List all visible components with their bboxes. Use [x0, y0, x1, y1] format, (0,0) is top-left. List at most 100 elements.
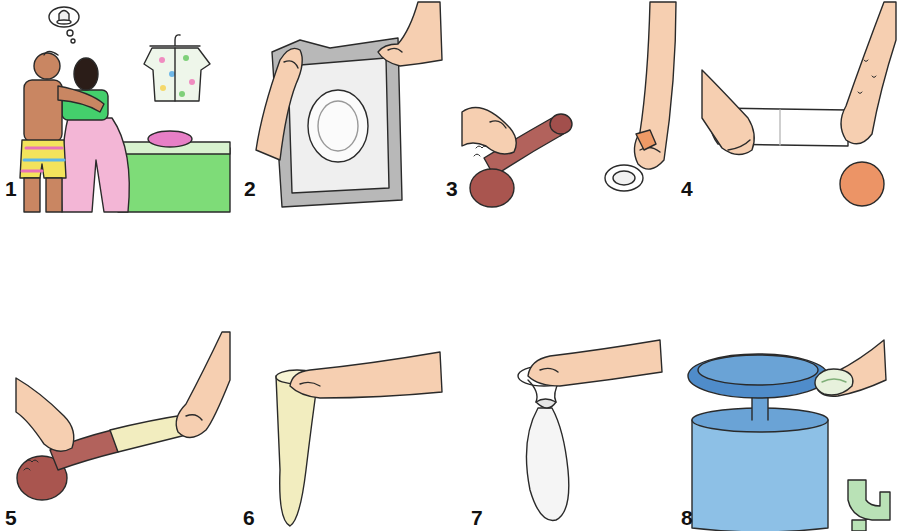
hand	[528, 340, 662, 386]
right-hand	[634, 2, 676, 169]
bed-part	[118, 148, 230, 212]
panel-open-wrapper-part	[308, 90, 368, 162]
toilet-pipe-part	[848, 480, 890, 531]
body-part-part	[474, 146, 488, 156]
panel-open-wrapper	[256, 2, 442, 207]
left-hand-part	[490, 121, 506, 128]
hand	[290, 352, 442, 398]
left-hand-part	[462, 108, 516, 154]
callout-number: 2	[244, 178, 256, 199]
hand-part	[540, 368, 558, 372]
hand-part	[300, 382, 320, 386]
bed	[118, 131, 230, 212]
panel-dispose	[688, 340, 890, 531]
body-part-part	[470, 169, 514, 207]
panel-prepare	[462, 2, 676, 207]
callout-number: 1	[5, 178, 17, 199]
right-hand-part	[176, 332, 230, 438]
shirt-on-hanger-part	[183, 55, 189, 61]
right-hand	[841, 2, 896, 144]
shirt-on-hanger-part	[169, 71, 175, 77]
right-hand-part	[378, 2, 442, 66]
thought-bubble-part	[67, 30, 73, 36]
panel-open-wrapper-part	[288, 58, 389, 193]
right-hand	[176, 332, 230, 438]
man	[20, 52, 104, 213]
woman	[62, 58, 130, 212]
right-hand-part	[634, 2, 676, 169]
left-hand	[702, 70, 754, 155]
rolled-condom-part	[613, 171, 635, 185]
shirt-on-hanger-part	[160, 85, 166, 91]
callout-number: 5	[5, 507, 17, 528]
panel-tie-part	[526, 408, 568, 520]
man-part	[24, 159, 64, 162]
thought-bubble-part	[49, 7, 79, 27]
panel-remove	[16, 332, 230, 500]
panel-remove-part	[24, 460, 38, 470]
panel-hold	[276, 352, 442, 526]
callout-number: 3	[446, 178, 458, 199]
rolled-condom-part	[605, 165, 643, 191]
left-hand-part	[256, 48, 302, 160]
panel-tie	[518, 340, 662, 520]
man-part	[20, 140, 66, 178]
bin-part	[688, 354, 828, 398]
left-hand	[16, 378, 74, 451]
thought-bubble	[49, 7, 79, 43]
panel-couple	[20, 7, 230, 212]
hand	[816, 340, 886, 396]
hand-part	[816, 340, 886, 396]
callout-number: 6	[243, 507, 255, 528]
callout-number: 7	[471, 507, 483, 528]
hand-part	[528, 340, 662, 386]
right-hand-part	[858, 60, 876, 94]
shirt-on-hanger-part	[179, 91, 185, 97]
rolled-condom	[605, 130, 656, 191]
shirt-on-hanger-part	[189, 79, 195, 85]
woman-part	[62, 118, 130, 212]
panel-roll-on	[702, 2, 896, 206]
shirt-on-hanger-part	[144, 48, 210, 101]
man-part	[44, 52, 58, 56]
man-part	[24, 178, 40, 212]
bin	[688, 354, 828, 531]
woman-part	[74, 58, 98, 90]
shirt-on-hanger	[144, 35, 210, 101]
illustration-part	[16, 2, 896, 531]
right-hand-part	[841, 2, 896, 144]
thought-bubble-part	[71, 39, 75, 43]
left-hand-part	[284, 61, 298, 68]
callout-number: 8	[681, 507, 693, 528]
hand-part	[290, 352, 442, 398]
panel-tie-part	[536, 399, 556, 408]
man-part	[46, 178, 62, 212]
right-hand-part	[186, 415, 202, 420]
panel-roll-on-part	[779, 110, 780, 145]
panel-roll-on-part	[840, 162, 884, 206]
thought-bubble-part	[57, 20, 71, 24]
left-hand	[462, 108, 516, 154]
man-part	[34, 53, 60, 79]
tissue-part	[822, 379, 846, 382]
right-hand	[378, 2, 442, 66]
left-hand-part	[16, 378, 74, 451]
left-hand-part	[702, 70, 754, 155]
left-hand-part	[728, 140, 750, 150]
shirt-on-hanger-part	[159, 57, 165, 63]
callout-number: 4	[681, 178, 693, 199]
man-part	[24, 80, 62, 142]
tissue-part	[815, 369, 853, 395]
right-hand-part	[388, 48, 402, 52]
bin-part	[692, 420, 828, 531]
toilet-pipe	[848, 480, 890, 531]
shirt-on-hanger-part	[174, 48, 175, 101]
man-part	[58, 86, 104, 112]
man-part	[22, 170, 42, 173]
rolled-condom-part	[636, 130, 656, 150]
left-hand	[256, 48, 302, 160]
tissue	[815, 369, 853, 395]
panel-open-wrapper-part	[318, 101, 358, 151]
